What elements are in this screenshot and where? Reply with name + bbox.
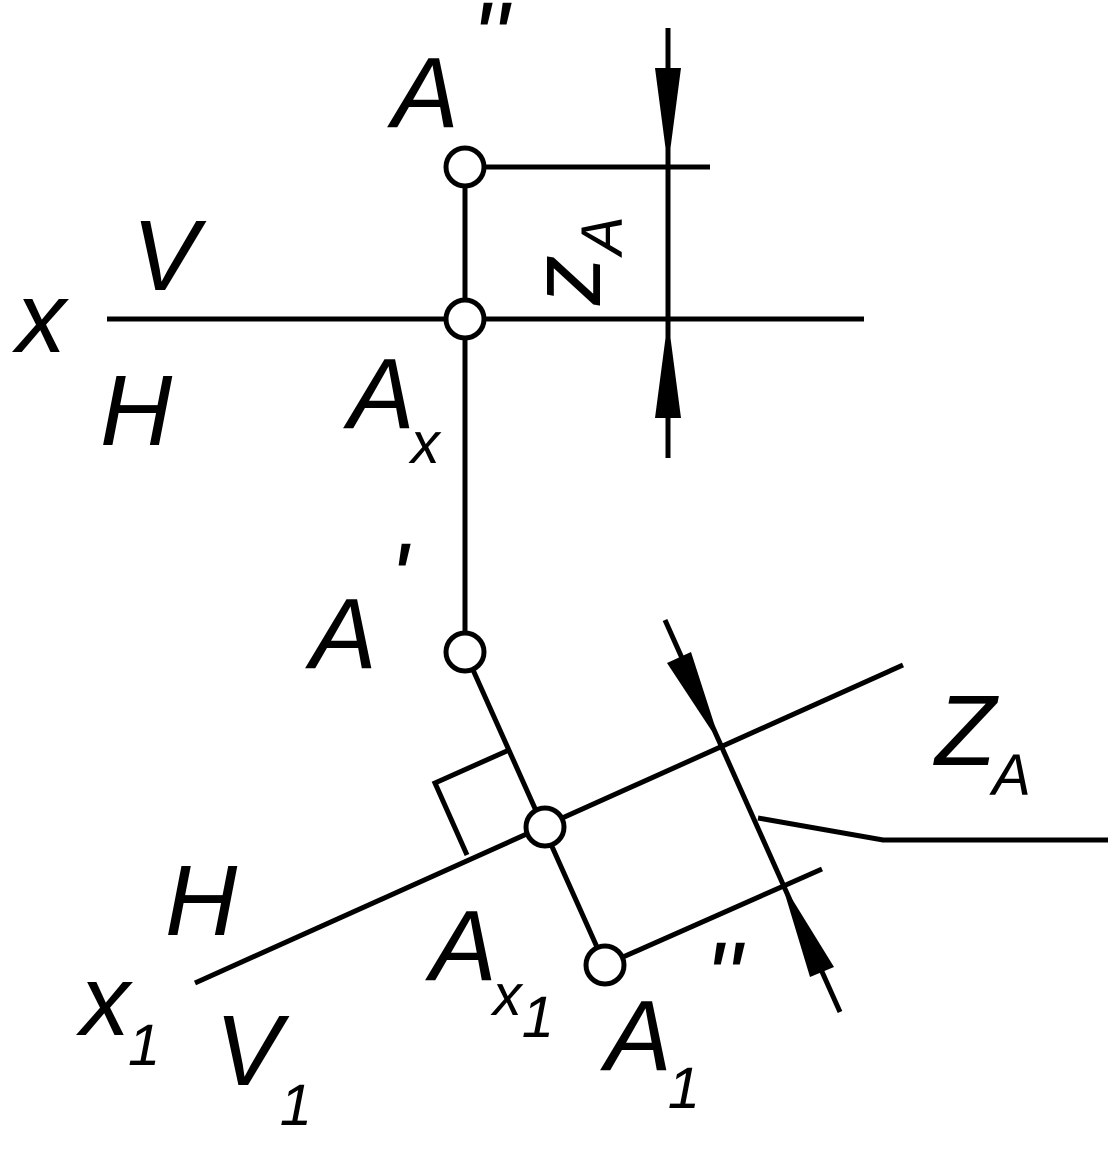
point-a-x [443, 297, 487, 341]
label-z-a-upper: zA [510, 216, 635, 306]
label-z-a-lower: ZA [933, 675, 1031, 808]
label-a-x1: Ax1 [425, 890, 554, 1050]
z-dimension-arrow-down [655, 68, 681, 167]
z-dimension-arrow-up [655, 319, 681, 418]
label-h-lower: H [165, 845, 238, 957]
z-dimension-arrow-lower-1 [667, 652, 721, 745]
label-a-x: Ax [343, 338, 442, 476]
point-a-double-prime [443, 145, 487, 189]
right-angle-mark [431, 747, 511, 857]
z-leader-line [757, 815, 1108, 843]
label-v1: V1 [215, 995, 312, 1138]
label-a-double-prime: A'' [387, 0, 512, 149]
label-x1: x1 [76, 945, 160, 1078]
label-a1-double-prime: A1'' [600, 922, 745, 1121]
label-x: x [12, 262, 69, 374]
z-dimension-arrow-lower-2 [781, 881, 834, 977]
label-h-upper: H [100, 355, 173, 467]
label-v: V [132, 200, 207, 312]
point-a-prime [443, 630, 487, 674]
point-a-x1 [523, 805, 567, 849]
label-a-prime: A' [305, 523, 411, 690]
point-a1-double-prime [583, 943, 627, 987]
